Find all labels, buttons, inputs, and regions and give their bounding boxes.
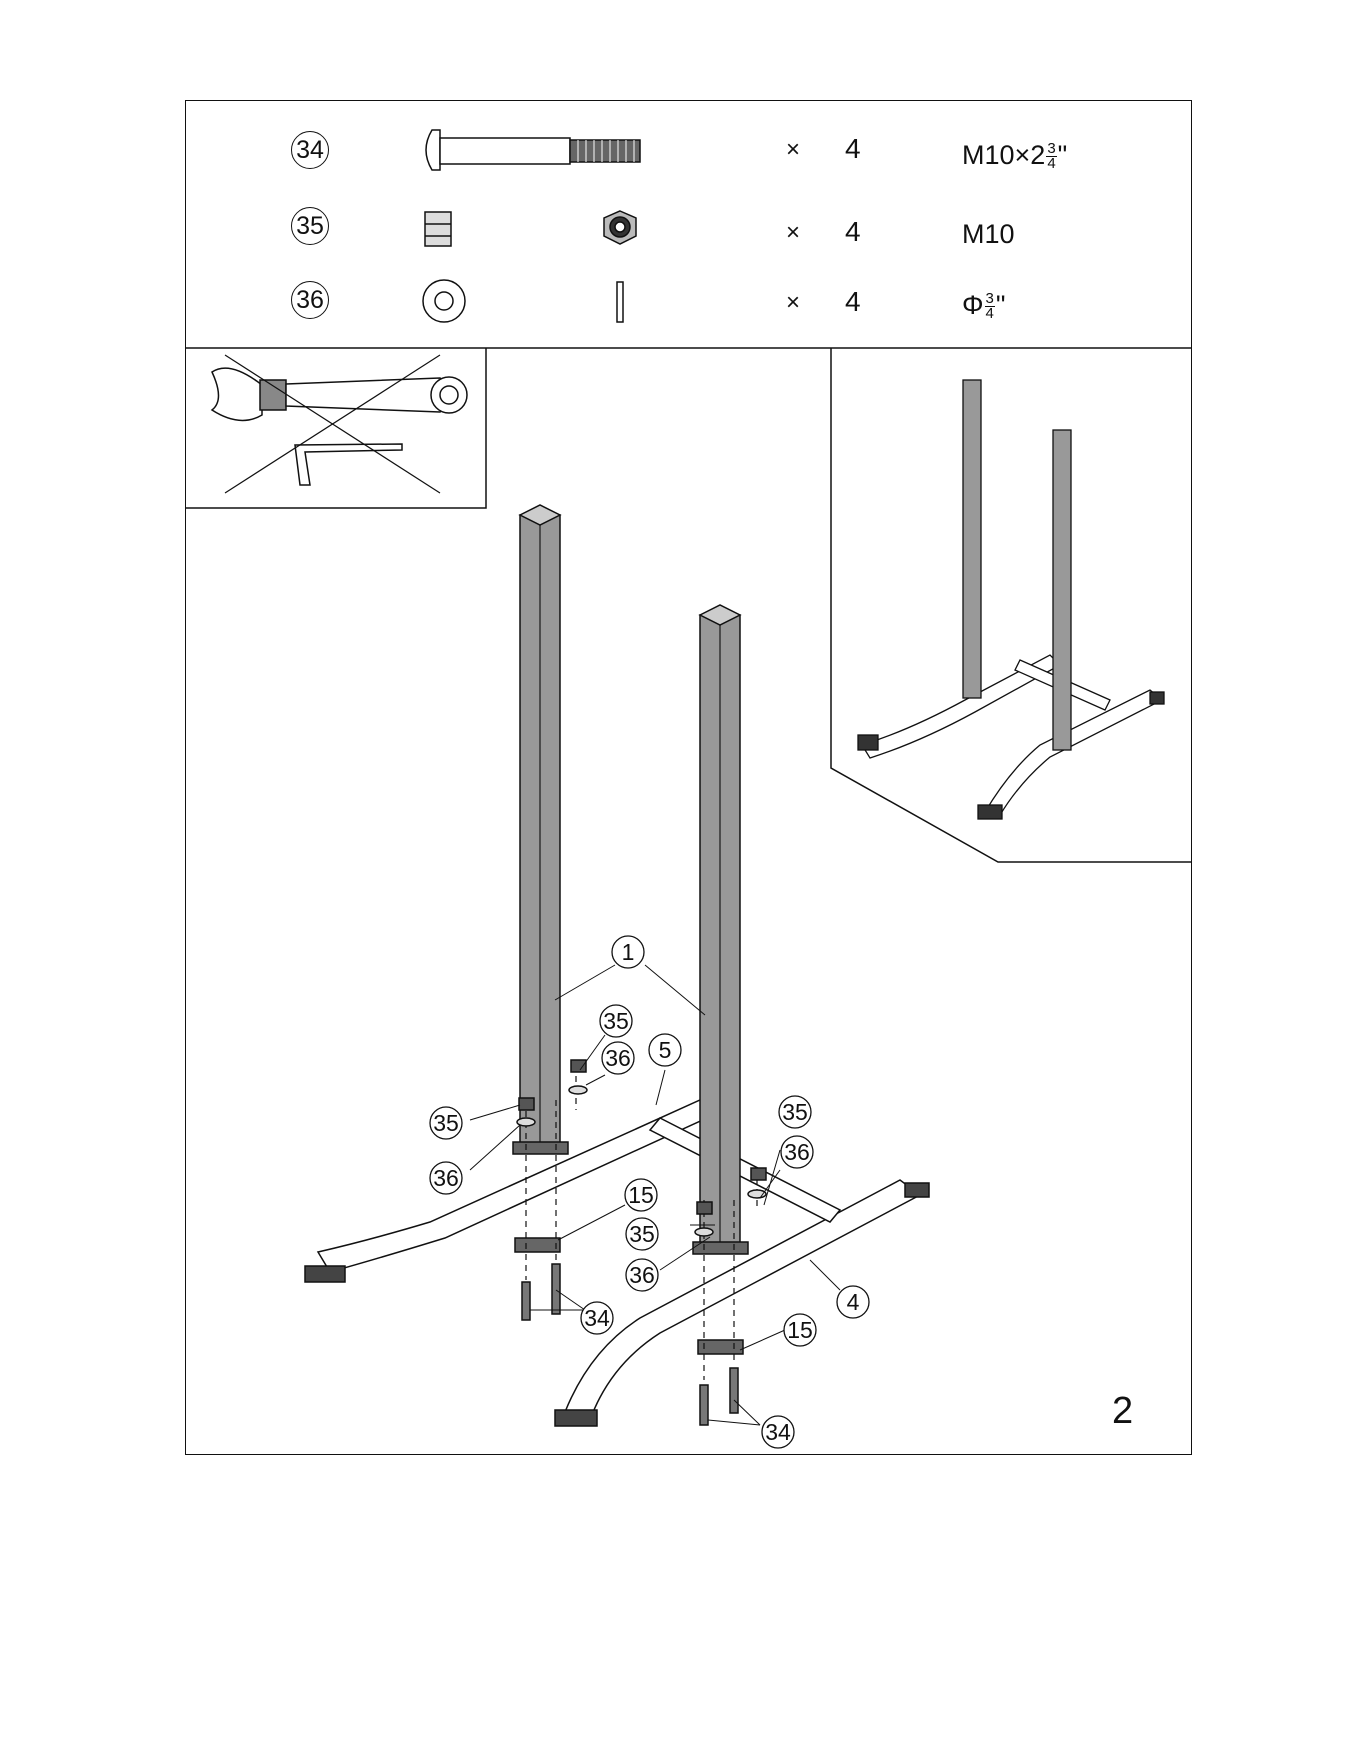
callout-5: 5	[659, 1037, 672, 1063]
callout-4: 4	[847, 1289, 860, 1315]
step-number: 2	[1112, 1390, 1133, 1433]
callout-34: 34	[584, 1305, 610, 1331]
callout-1: 1	[622, 939, 635, 965]
callout-36: 36	[433, 1165, 459, 1191]
callout-35: 35	[782, 1099, 808, 1125]
nut-icon	[425, 211, 636, 246]
callout-36: 36	[784, 1139, 810, 1165]
callout-36: 36	[629, 1262, 655, 1288]
hex-key-icon	[295, 444, 402, 485]
preview-box	[831, 348, 1192, 862]
main-assembly	[305, 505, 929, 1426]
callout-36: 36	[605, 1045, 631, 1071]
callout-35: 35	[603, 1008, 629, 1034]
carriage-bolt-icon	[426, 130, 640, 170]
adjustable-wrench-icon	[212, 368, 467, 420]
callout-35: 35	[433, 1110, 459, 1136]
preview-assembly	[858, 380, 1164, 819]
washer-icon	[423, 280, 623, 322]
callout-34: 34	[765, 1419, 791, 1445]
callout-15: 15	[628, 1182, 654, 1208]
tools-box	[185, 348, 486, 508]
callout-15: 15	[787, 1317, 813, 1343]
callout-35: 35	[629, 1221, 655, 1247]
